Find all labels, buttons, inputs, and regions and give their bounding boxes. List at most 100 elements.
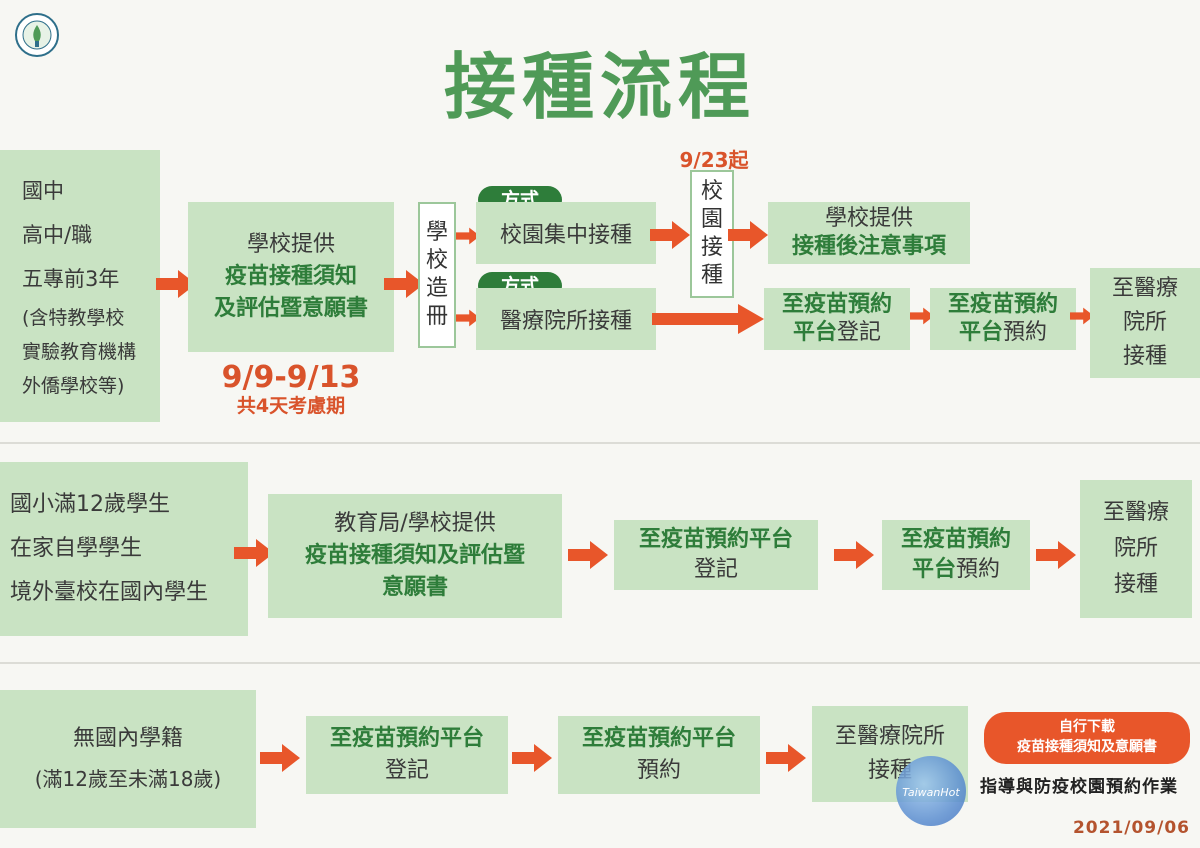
arrow-icon xyxy=(1036,541,1076,569)
row2-provides-highlight: 意願書 xyxy=(381,575,448,600)
platform-book-text: 預約 xyxy=(956,557,1001,582)
post-notice-box: 學校提供 接種後注意事項 xyxy=(768,202,970,264)
arrow-icon xyxy=(1070,306,1094,326)
platform-register-line: 至疫苗預約 xyxy=(781,292,892,317)
school-provides-highlight: 疫苗接種須知 xyxy=(224,264,357,289)
row2-platform-book-box: 至疫苗預約 平台預約 xyxy=(882,520,1030,590)
arrow-icon xyxy=(834,541,874,569)
vertical-char: 造 xyxy=(425,276,448,301)
row2-hospital-box: 至醫療 院所 接種 xyxy=(1080,480,1192,618)
row1-source-line: 外僑學校等) xyxy=(22,375,125,397)
footer-text: 指導與防疫校園預約作業 xyxy=(980,777,1178,797)
arrow-icon xyxy=(568,541,608,569)
hospital-line: 院所 xyxy=(1113,536,1158,561)
row3-source-line: (滿12歲至未滿18歲) xyxy=(34,767,222,791)
arrow-icon xyxy=(650,221,690,249)
vertical-char: 園 xyxy=(700,207,723,232)
school-provides-box: 學校提供 疫苗接種須知 及評估暨意願書 xyxy=(188,202,394,352)
hospital-line: 至醫療 xyxy=(1102,500,1169,525)
row2-source-line: 在家自學學生 xyxy=(10,536,143,561)
hospital-line: 接種 xyxy=(1122,344,1167,369)
arrow-icon xyxy=(910,306,934,326)
row2-platform-register-box: 至疫苗預約平台 登記 xyxy=(614,520,818,590)
row-divider xyxy=(0,662,1200,664)
arrow-icon xyxy=(512,744,552,772)
method2-label: 醫療院所接種 xyxy=(499,309,632,334)
row1-source-line: 國中 xyxy=(22,179,64,203)
campus-vaccination-box: 校 園 接 種 xyxy=(690,170,734,298)
arrow-icon xyxy=(728,221,768,249)
taiwanhot-watermark-icon xyxy=(896,756,966,826)
arrow-icon xyxy=(260,744,300,772)
vertical-char: 校 xyxy=(425,248,448,273)
arrow-icon xyxy=(456,308,480,328)
download-pill-line: 自行下載 xyxy=(1059,719,1115,735)
vertical-char: 校 xyxy=(700,179,723,204)
arrow-icon xyxy=(156,270,196,298)
platform-book-highlight: 平台 xyxy=(958,320,1003,345)
row3-platform-book-box: 至疫苗預約平台 預約 xyxy=(558,716,760,794)
download-pill-line: 疫苗接種須知及意願書 xyxy=(1017,739,1157,755)
hospital-line: 至醫療 xyxy=(1111,276,1178,301)
hospital-line: 接種 xyxy=(1113,572,1158,597)
platform-book-text: 預約 xyxy=(636,758,681,783)
method1-label: 校園集中接種 xyxy=(499,223,632,248)
row1-source-line: 高中/職 xyxy=(22,223,93,247)
row2-provides-line: 教育局/學校提供 xyxy=(334,511,496,536)
platform-register-text: 登記 xyxy=(384,758,429,783)
campus-start-date: 9/23起 xyxy=(679,148,749,172)
download-guide-button[interactable]: 自行下載 疫苗接種須知及意願書 xyxy=(984,712,1190,764)
row1-source-line: 五專前3年 xyxy=(22,267,120,291)
row3-source-box: 無國內學籍 (滿12歲至未滿18歲) xyxy=(0,690,256,828)
row-divider xyxy=(0,442,1200,444)
platform-book-text: 預約 xyxy=(1003,320,1048,345)
arrow-icon xyxy=(456,226,480,246)
page-title: 接種流程 xyxy=(443,45,756,129)
arrow-icon xyxy=(234,539,274,567)
vertical-char: 種 xyxy=(700,263,723,288)
row2-source-line: 境外臺校在國內學生 xyxy=(10,580,209,605)
row1-platform-register-box: 至疫苗預約 平台登記 xyxy=(764,288,910,350)
platform-register-highlight: 平台 xyxy=(792,320,837,345)
period-dates: 9/9-9/13 xyxy=(221,360,361,395)
hospital-line: 院所 xyxy=(1122,310,1167,335)
school-register-box: 學 校 造 冊 xyxy=(418,202,456,348)
row3-platform-register-box: 至疫苗預約平台 登記 xyxy=(306,716,508,794)
platform-book-highlight: 平台 xyxy=(911,557,956,582)
row3-hospital-box: 至醫療院所 接種 xyxy=(812,706,968,802)
arrow-icon xyxy=(384,270,424,298)
row2-source-box: 國小滿12歲學生 在家自學學生 境外臺校在國內學生 xyxy=(0,462,248,636)
method2-box: 醫療院所接種 xyxy=(476,288,656,350)
row1-source-line: 實驗教育機構 xyxy=(22,341,137,363)
post-notice-line: 學校提供 xyxy=(824,206,913,231)
row2-provides-box: 教育局/學校提供 疫苗接種須知及評估暨 意願書 xyxy=(268,494,562,618)
hospital-line: 至醫療院所 xyxy=(834,724,945,749)
row1-hospital-box: 至醫療 院所 接種 xyxy=(1090,268,1200,378)
consideration-period: 9/9-9/13 共4天考慮期 xyxy=(188,362,394,418)
period-note: 共4天考慮期 xyxy=(236,395,346,417)
row2-provides-highlight: 疫苗接種須知及評估暨 xyxy=(304,543,525,568)
platform-register-line: 至疫苗預約平台 xyxy=(329,726,484,751)
platform-book-line: 至疫苗預約 xyxy=(900,527,1011,552)
arrow-icon xyxy=(766,744,806,772)
method1-box: 校園集中接種 xyxy=(476,202,656,264)
row3-source-line: 無國內學籍 xyxy=(72,726,183,751)
row1-source-box: 國中 高中/職 五專前3年 (含特教學校 實驗教育機構 外僑學校等) xyxy=(0,150,160,422)
arrow-icon xyxy=(652,304,764,334)
ministry-of-education-seal-icon xyxy=(15,13,59,57)
row1-source-line: (含特教學校 xyxy=(22,307,125,329)
platform-book-line: 至疫苗預約 xyxy=(947,292,1058,317)
vertical-char: 學 xyxy=(425,220,448,245)
row2-source-line: 國小滿12歲學生 xyxy=(10,492,170,517)
school-provides-line: 學校提供 xyxy=(246,232,335,257)
row1-platform-book-box: 至疫苗預約 平台預約 xyxy=(930,288,1076,350)
vertical-char: 冊 xyxy=(425,304,448,329)
watermark-text: TaiwanHot xyxy=(902,786,960,799)
platform-register-line: 至疫苗預約平台 xyxy=(638,527,793,552)
platform-register-text: 登記 xyxy=(693,557,738,582)
post-notice-highlight: 接種後注意事項 xyxy=(791,234,946,259)
ministry-logo xyxy=(14,12,60,58)
document-date: 2021/09/06 xyxy=(1072,818,1190,838)
platform-book-line: 至疫苗預約平台 xyxy=(581,726,736,751)
platform-register-text: 登記 xyxy=(837,320,882,345)
